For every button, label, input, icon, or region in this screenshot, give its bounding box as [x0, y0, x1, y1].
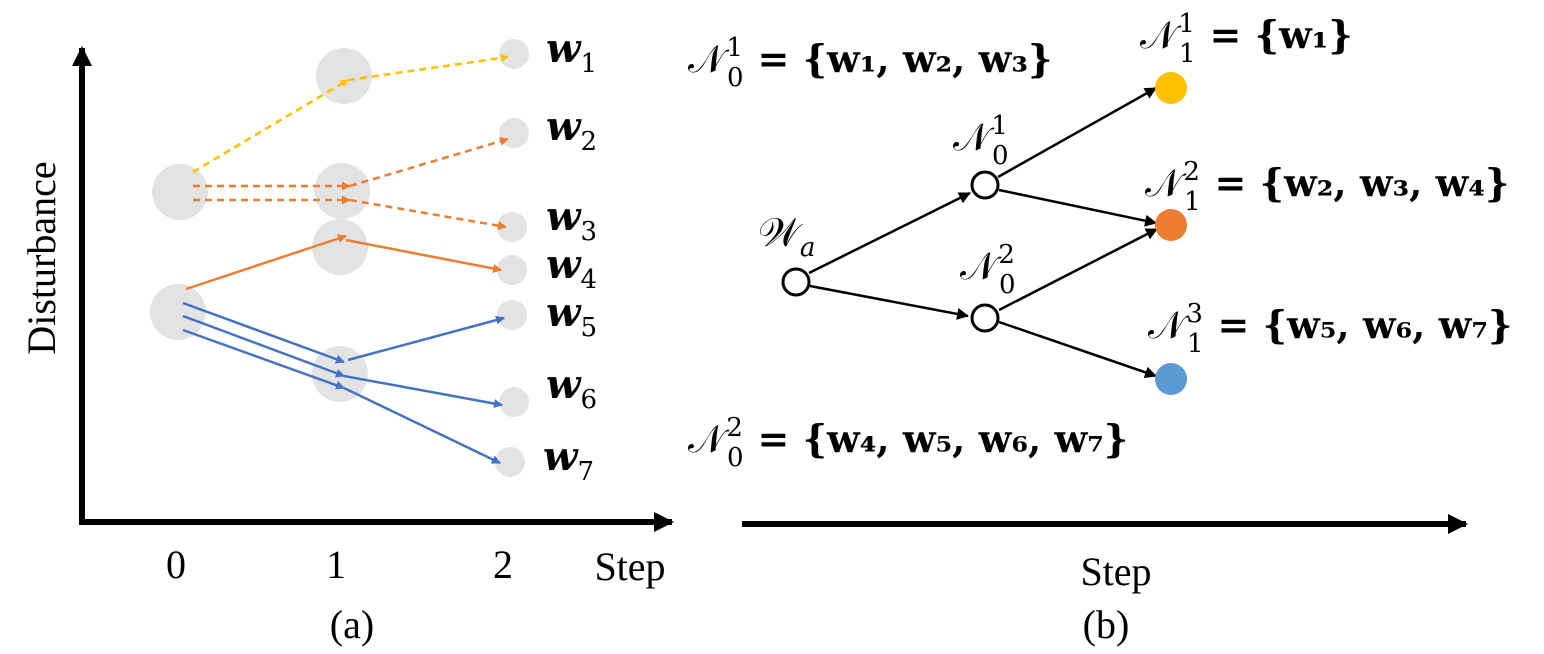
x-tick-0: 0 [166, 542, 186, 587]
edge-n02-to-n13 [998, 320, 1157, 379]
scenario-labels: w1 w2 w3 w4 w5 w6 w7 [543, 25, 597, 487]
orange-arrow-1 [185, 234, 347, 291]
root-label: 𝒲a [758, 210, 815, 263]
panel-a: Disturbance 0 1 2 Step (a) w1 w2 w3 w4 w… [19, 25, 674, 647]
edge-n01-to-n12 [998, 188, 1157, 227]
edge-root-to-n02 [809, 284, 969, 320]
yellow-arrow-1 [192, 78, 349, 174]
label-w2: w2 [546, 103, 597, 157]
node-root [781, 267, 811, 297]
leaf-n11 [1155, 72, 1187, 104]
yellow-arrow-2 [347, 54, 509, 82]
blob-step1-a [316, 48, 372, 104]
blob-step2-2 [499, 118, 529, 148]
label-w7: w7 [543, 433, 594, 487]
leaf-n12 [1155, 209, 1187, 241]
blue-arrow-2 [182, 314, 345, 378]
blue-paths [182, 301, 505, 465]
label-w4: w4 [546, 241, 597, 295]
blue-arrow-1 [182, 301, 345, 364]
panel-b-x-axis-label: Step [1080, 549, 1151, 594]
x-tick-1: 1 [326, 542, 346, 587]
blob-step2-6 [499, 387, 529, 417]
blob-step2-5 [497, 300, 527, 330]
blue-arrow-3 [182, 328, 345, 390]
edge-root-to-n01 [808, 191, 971, 275]
blob-step0-lower [150, 284, 206, 340]
node-n02 [970, 303, 1000, 333]
blue-arrow-6 [343, 386, 501, 465]
orange-dashed-arrow-3 [349, 136, 509, 188]
orange-dashed-paths [193, 136, 509, 231]
blob-step2-7 [495, 447, 525, 477]
blob-step2-3 [497, 212, 527, 242]
blue-arrow-4 [347, 315, 505, 362]
panel-a-axes [72, 46, 674, 532]
orange-solid-path [185, 234, 502, 291]
label-w6: w6 [546, 361, 597, 415]
caption-a: (a) [330, 602, 374, 647]
edge-n01-to-n11 [997, 86, 1157, 179]
yellow-path [192, 54, 509, 174]
blob-step2-4 [497, 255, 527, 285]
label-w5: w5 [546, 289, 597, 343]
blob-step0-upper [152, 164, 208, 220]
disturbance-blobs [150, 39, 529, 477]
caption-b: (b) [1083, 602, 1130, 647]
orange-dashed-arrow-4 [349, 198, 507, 231]
label-w1: w1 [546, 25, 597, 79]
blue-arrow-5 [343, 374, 503, 408]
y-axis-label: Disturbance [19, 161, 64, 354]
orange-arrow-2 [345, 238, 502, 273]
blob-step1-b [314, 163, 370, 219]
x-tick-2: 2 [493, 542, 513, 587]
x-axis-label: Step [594, 544, 665, 589]
tree-edges [808, 86, 1158, 379]
blob-step2-1 [499, 39, 529, 69]
label-w3: w3 [546, 193, 597, 247]
leaf-n13 [1155, 363, 1187, 395]
blob-step1-c [312, 219, 368, 275]
node-n01 [970, 170, 1000, 200]
edge-n02-to-n12 [998, 227, 1158, 312]
